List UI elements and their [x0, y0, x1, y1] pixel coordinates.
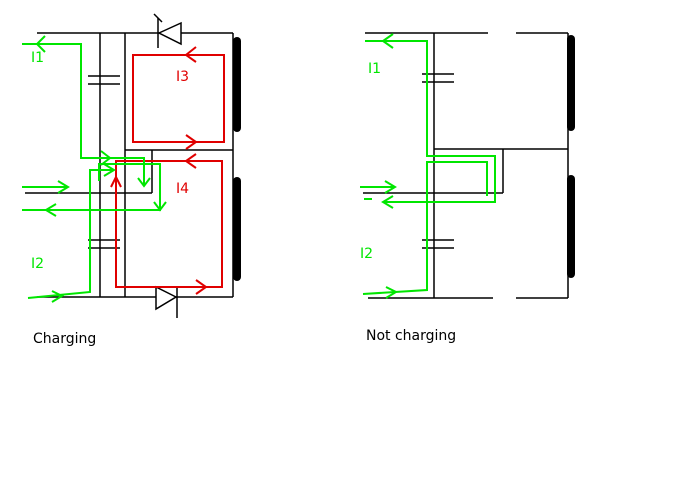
- label-i1: I1: [368, 61, 381, 77]
- wiring: [363, 32, 569, 299]
- diode-top: [153, 13, 182, 48]
- caption-not-charging: Not charging: [366, 328, 457, 344]
- transformer-winding-top: [233, 37, 241, 132]
- transformer-winding-top: [567, 35, 575, 131]
- label-i2: I2: [31, 256, 44, 272]
- charging-circuit: I1 I2 I3 I4: [22, 13, 241, 318]
- current-path-i2: [362, 161, 488, 299]
- current-loop-i3: [132, 46, 225, 150]
- diode-bottom: [155, 285, 178, 318]
- current-loop-i4: [110, 153, 223, 295]
- current-path-i1: [360, 33, 496, 209]
- current-path-i2: [27, 163, 116, 303]
- label-i1: I1: [31, 50, 44, 66]
- not-charging-circuit: I1 I2: [360, 32, 575, 299]
- label-i4: I4: [176, 181, 189, 197]
- transformer-winding-bottom: [567, 175, 575, 278]
- transformer-winding-bottom: [233, 177, 241, 281]
- label-i3: I3: [176, 69, 189, 85]
- caption-charging: Charging: [33, 331, 97, 347]
- label-i2: I2: [360, 246, 373, 262]
